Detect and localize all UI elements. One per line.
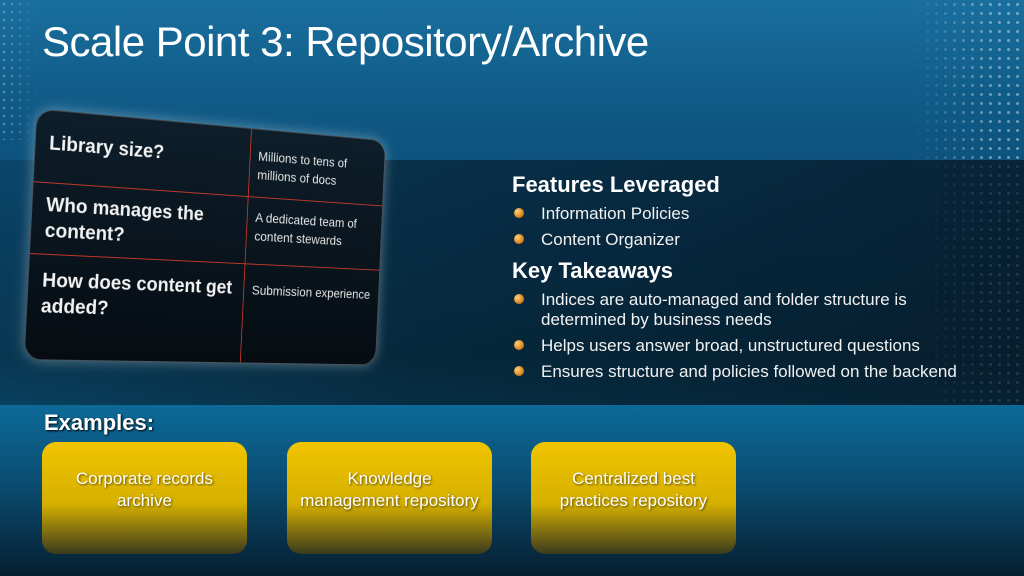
bullet-icon (514, 294, 524, 304)
list-item: Indices are auto-managed and folder stru… (512, 290, 992, 330)
list-item-text: Ensures structure and policies followed … (541, 362, 957, 381)
bullet-icon (514, 340, 524, 350)
list-item-text: Indices are auto-managed and folder stru… (541, 290, 907, 329)
table-answer: A dedicated team of content stewards (254, 209, 358, 248)
table-answer: Millions to tens of millions of docs (257, 148, 348, 188)
example-box: Centralized best practices repository (531, 442, 736, 554)
scale-table-card: Library size? Millions to tens of millio… (23, 108, 386, 366)
examples-label: Examples: (44, 410, 155, 435)
slide-title: Scale Point 3: Repository/Archive (42, 18, 649, 65)
table-answer: Submission experience (251, 282, 371, 302)
example-box-text: Corporate records archive (75, 469, 213, 510)
example-box: Corporate records archive (42, 442, 247, 554)
table-question: How does content get added? (40, 269, 233, 320)
table-row: How does content get added? Submission e… (25, 253, 380, 365)
list-item: Ensures structure and policies followed … (512, 362, 992, 382)
takeaways-heading: Key Takeaways (512, 258, 674, 283)
example-box-text: Centralized best practices repository (559, 469, 708, 510)
table-question: Who manages the content? (44, 194, 205, 246)
dot-pattern-decoration-left (0, 0, 40, 140)
bullet-icon (514, 208, 524, 218)
example-box-text: Knowledge management repository (300, 469, 479, 510)
list-item-text: Information Policies (541, 204, 690, 223)
bullet-icon (514, 366, 524, 376)
features-panel: Features Leveraged Information Policies … (512, 170, 992, 388)
list-item: Information Policies (512, 204, 992, 224)
list-item-text: Content Organizer (541, 230, 680, 249)
list-item-text: Helps users answer broad, unstructured q… (541, 336, 920, 355)
example-box: Knowledge management repository (287, 442, 492, 554)
features-heading: Features Leveraged (512, 172, 720, 197)
bullet-icon (514, 234, 524, 244)
table-question: Library size? (48, 132, 165, 164)
list-item: Helps users answer broad, unstructured q… (512, 336, 992, 356)
list-item: Content Organizer (512, 230, 992, 250)
